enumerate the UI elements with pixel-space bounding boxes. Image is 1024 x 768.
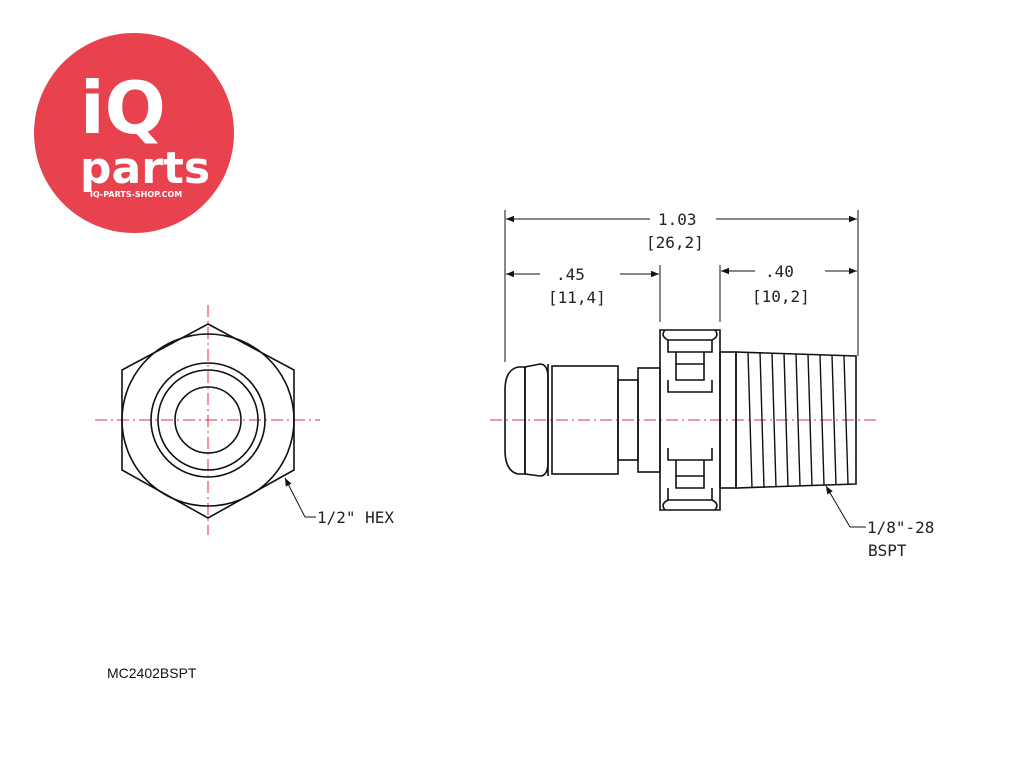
hex-inner-circle: [121, 333, 295, 507]
hex-nut: [659, 329, 721, 511]
thread-label-2: BSPT: [868, 541, 907, 560]
logo-circle: [34, 33, 234, 233]
dim-left-in: .45: [556, 265, 585, 284]
hex-label: 1/2" HEX: [317, 508, 394, 527]
thread-label-1: 1/8"-28: [867, 518, 934, 537]
logo-url: IQ-PARTS-SHOP.COM: [90, 190, 182, 199]
ring-2: [157, 369, 259, 471]
dim-overall-mm: [26,2]: [646, 233, 704, 252]
hex-leader: [284, 477, 306, 518]
nose-cap: [504, 366, 526, 475]
dim-right-in: .40: [765, 262, 794, 281]
dim-right-mm: [10,2]: [752, 287, 810, 306]
side-view: 1.03 [26,2] .45 [11,4] .40 [10,2]: [490, 210, 934, 560]
hex-outline: [121, 323, 295, 519]
thread-lines: [747, 351, 849, 489]
ring-3: [174, 386, 242, 454]
part-number: MC2402BSPT: [107, 665, 197, 681]
thread-leader: [825, 485, 851, 528]
logo-brand-top: iQ: [80, 66, 166, 150]
dim-overall-in: 1.03: [658, 210, 697, 229]
logo-brand-bottom: parts: [80, 143, 210, 194]
dim-left-mm: [11,4]: [548, 288, 606, 307]
ring-1: [150, 362, 266, 478]
end-view: 1/2" HEX: [95, 305, 394, 535]
brand-logo: iQ parts IQ-PARTS-SHOP.COM: [34, 33, 234, 233]
thread-body: [735, 351, 857, 489]
hex-nut-flats: [662, 329, 718, 511]
